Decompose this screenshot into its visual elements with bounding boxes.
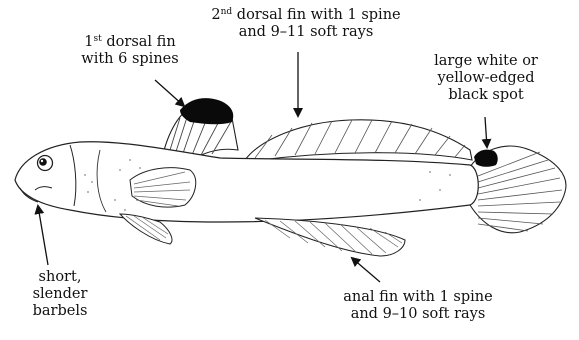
- arrow-first-dorsal: [155, 80, 184, 106]
- pectoral-fin: [130, 168, 196, 207]
- label-anal-fin: anal fin with 1 spine and 9–10 soft rays: [318, 289, 518, 323]
- arrow-barbels: [38, 206, 48, 265]
- label-caudal-black-spot: large white or yellow-edged black spot: [416, 53, 556, 104]
- anal-fin: [255, 218, 405, 256]
- second-dorsal-fin: [245, 120, 472, 162]
- first-dorsal-black-spot: [180, 98, 233, 124]
- label-second-dorsal-fin: 2nd dorsal fin with 1 spine and 9–11 sof…: [196, 7, 416, 41]
- label-first-dorsal-fin: 1st dorsal fin with 6 spines: [70, 34, 190, 68]
- arrow-anal-fin: [352, 258, 380, 282]
- arrow-caudal-spot: [485, 117, 487, 147]
- caudal-black-spot: [474, 150, 498, 167]
- label-barbels: short, slender barbels: [20, 269, 100, 320]
